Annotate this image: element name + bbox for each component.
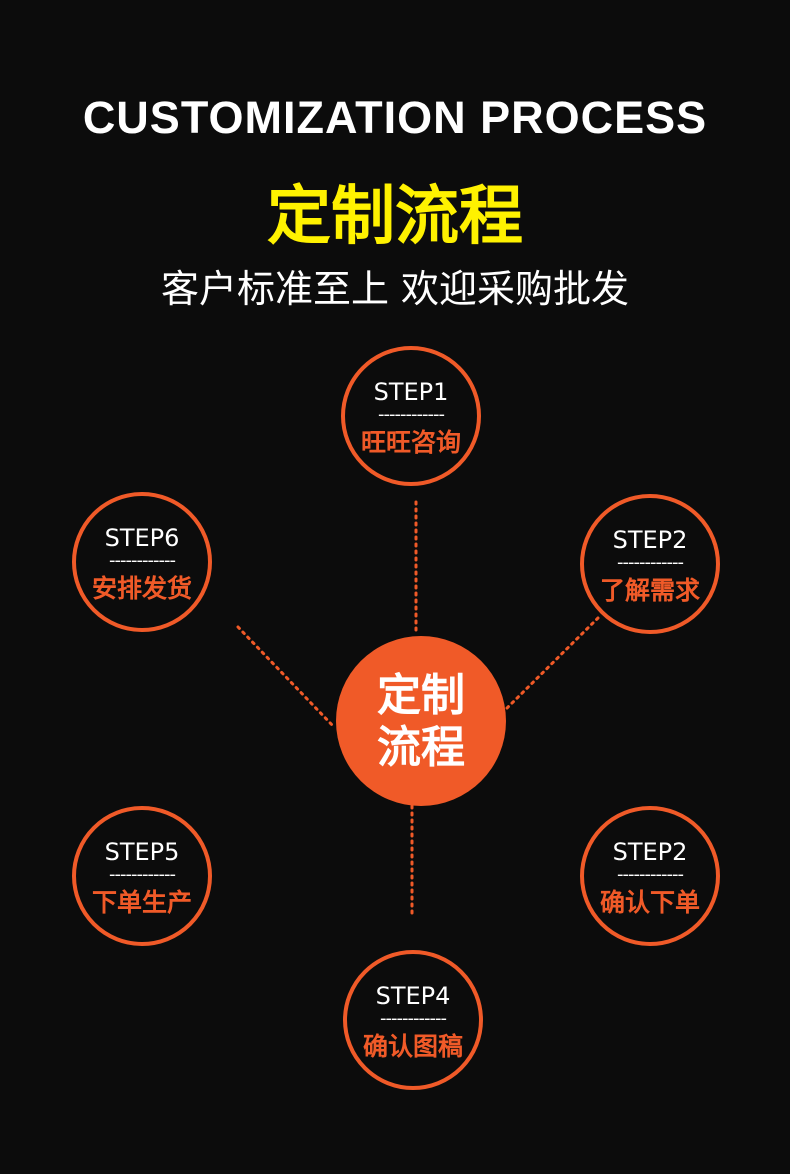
step-divider: ------------ [617, 864, 684, 885]
step-name: 安排发货 [91, 574, 192, 603]
step-label: STEP4 [375, 982, 451, 1010]
step-divider: ------------ [109, 864, 176, 885]
step-name: 确认下单 [599, 888, 700, 917]
step-1-circle: STEP1 ------------ 旺旺咨询 [341, 346, 481, 486]
connector-step6 [236, 625, 336, 729]
step-name: 旺旺咨询 [360, 428, 461, 457]
step-5-circle: STEP5 ------------ 下单生产 [72, 806, 212, 946]
step-6-circle: STEP6 ------------ 安排发货 [72, 492, 212, 632]
center-circle: 定制 流程 [336, 636, 506, 806]
center-line-1: 定制 [377, 670, 465, 721]
step-name: 了解需求 [599, 576, 700, 605]
step-4-circle: STEP4 ------------ 确认图稿 [343, 950, 483, 1090]
step-label: STEP2 [612, 526, 688, 554]
step-divider: ------------ [378, 404, 445, 425]
step-label: STEP1 [373, 378, 449, 406]
center-line-2: 流程 [377, 722, 465, 773]
step-2-circle: STEP2 ------------ 了解需求 [580, 494, 720, 634]
step-divider: ------------ [617, 552, 684, 573]
step-name: 确认图稿 [362, 1032, 463, 1061]
step-name: 下单生产 [91, 888, 192, 917]
step-divider: ------------ [380, 1008, 447, 1029]
title-english: CUSTOMIZATION PROCESS [82, 92, 708, 143]
title-chinese: 定制流程 [267, 180, 523, 254]
subtitle: 客户标准至上 欢迎采购批发 [160, 267, 630, 311]
step-label: STEP6 [104, 524, 180, 552]
connector-step2 [501, 616, 600, 714]
step-3-circle: STEP2 ------------ 确认下单 [580, 806, 720, 946]
step-label: STEP2 [612, 838, 688, 866]
step-divider: ------------ [109, 550, 176, 571]
step-label: STEP5 [104, 838, 180, 866]
